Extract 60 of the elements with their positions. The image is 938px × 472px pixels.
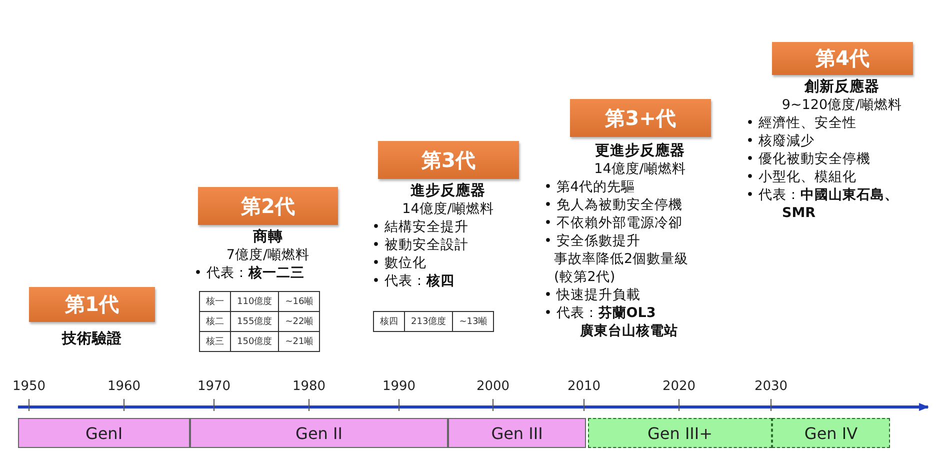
- generation-header: 第3+代: [570, 99, 711, 137]
- year-label: 1950: [12, 379, 46, 394]
- bullet-continuation: 事故率降低2個數量級: [553, 250, 690, 268]
- year-label: 1970: [197, 379, 231, 394]
- bullet-item: • 被動安全設計: [371, 236, 470, 254]
- table-cell: 核三: [200, 332, 230, 352]
- year-label: 2010: [567, 379, 601, 394]
- table-cell: 核一: [200, 292, 230, 312]
- era-bar: GenI: [18, 418, 190, 448]
- generation-header: 第1代: [29, 287, 155, 322]
- era-bar: Gen III+: [588, 418, 772, 448]
- fuel-rate-text: 7億度/噸燃料: [225, 246, 311, 264]
- table-cell: 150億度: [230, 332, 279, 352]
- bullet-continuation: (較第2代): [553, 268, 616, 286]
- bullet-item: • 代表：芬蘭OL3: [543, 304, 657, 322]
- year-label: 1990: [382, 379, 416, 394]
- bullet-item: • 第4代的先驅: [543, 178, 636, 196]
- year-label: 1980: [292, 379, 326, 394]
- fuel-rate-text: 9~120億度/噸燃料: [780, 96, 904, 114]
- table-cell: ~13噸: [452, 312, 494, 332]
- bullet-item: • 安全係數提升: [543, 232, 642, 250]
- era-bar: Gen IV: [772, 418, 890, 448]
- year-label: 2020: [662, 379, 696, 394]
- generation-title: 技術驗證: [60, 330, 123, 348]
- generation-title: 創新反應器: [803, 78, 880, 96]
- generation-header: 第2代: [198, 187, 338, 225]
- generation-header: 第4代: [772, 42, 913, 75]
- fuel-rate-text: 14億度/噸燃料: [593, 160, 687, 178]
- bullet-item: • 代表：中國山東石島、: [745, 186, 900, 204]
- bullet-item: • 結構安全提升: [371, 218, 470, 236]
- bullet-item: • 快速提升負載: [543, 286, 642, 304]
- bullet-item: • 優化被動安全停機: [745, 150, 872, 168]
- table-cell: ~16噸: [278, 292, 320, 312]
- generation-title: 商轉: [252, 228, 284, 246]
- table-cell: 110億度: [230, 292, 279, 312]
- bullet-continuation: 廣東台山核電站: [579, 322, 679, 340]
- generation-title: 更進步反應器: [594, 142, 686, 160]
- era-bar: Gen II: [190, 418, 448, 448]
- bullet-item: • 小型化、模組化: [745, 168, 858, 186]
- table-cell: 核四: [374, 312, 404, 332]
- bullet-item: • 核廢減少: [745, 132, 816, 150]
- table-cell: 213億度: [404, 312, 453, 332]
- bullet-item: • 不依賴外部電源冷卻: [543, 214, 684, 232]
- year-label: 2030: [754, 379, 788, 394]
- table-cell: ~22噸: [278, 312, 320, 332]
- generation-title: 進步反應器: [410, 182, 486, 200]
- bullet-item: • 免人為被動安全停機: [543, 196, 684, 214]
- generation-header: 第3代: [378, 141, 519, 179]
- table-cell: 155億度: [230, 312, 279, 332]
- year-label: 1960: [107, 379, 141, 394]
- year-label: 2000: [476, 379, 510, 394]
- bullet-item: • 數位化: [371, 254, 428, 272]
- fuel-rate-text: 14億度/噸燃料: [401, 200, 495, 218]
- bullet-item: • 代表：核一二三: [193, 264, 306, 282]
- bullet-item: • 代表：核四: [371, 272, 456, 290]
- table-cell: ~21噸: [278, 332, 320, 352]
- bullet-item: • 經濟性、安全性: [745, 114, 858, 132]
- era-bar: Gen III: [448, 418, 586, 448]
- table-cell: 核二: [200, 312, 230, 332]
- bullet-continuation: SMR: [781, 204, 817, 222]
